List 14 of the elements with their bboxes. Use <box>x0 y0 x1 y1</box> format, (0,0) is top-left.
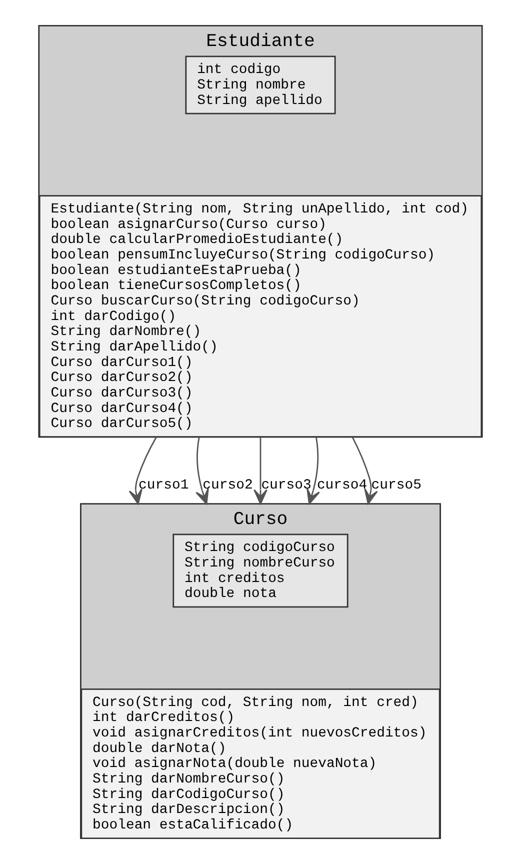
arrow <box>195 436 208 504</box>
arrow <box>128 436 156 504</box>
node-box: String codigoCurso String nombreCurso int creditos double nota <box>172 533 348 608</box>
edge-label: curso5 <box>370 476 421 493</box>
node-box: int codigo String nombre String apellido <box>184 55 336 114</box>
arrow <box>253 436 267 504</box>
node-box: Estudiante(String nom, String unApellido, int cod) boolean asignarCurso(Curso curso) double calcularPromedioEstudiante() boolean pensumIncluyeCurso(String codigoCurso) boolean estudianteEstaPrueba() boolean tieneCursosCompletos() Curso buscarCurso(String codigoCurso) int darCodigo() String darNombre() String darApellido() Curso darCurso1() Curso darCurso2() Curso darCurso3() Curso darCurso4() Curso darCurso5() <box>38 194 482 438</box>
arrow <box>306 436 320 504</box>
edge-label: curso3 <box>260 476 311 493</box>
edge-label: curso4 <box>316 476 367 493</box>
edge-label: curso1 <box>138 476 188 493</box>
arrow <box>351 436 378 504</box>
node-box: Curso(String cod, String nom, int cred) int darCreditos() void asignarCreditos(int nuevosCreditos) double darNota() void asignarNota(double nuevaNota) String darNombreCurso() String darCodigoCurso() String darDescripcion() boolean estaCalificado() <box>80 688 440 838</box>
edge-label: curso2 <box>202 476 252 493</box>
